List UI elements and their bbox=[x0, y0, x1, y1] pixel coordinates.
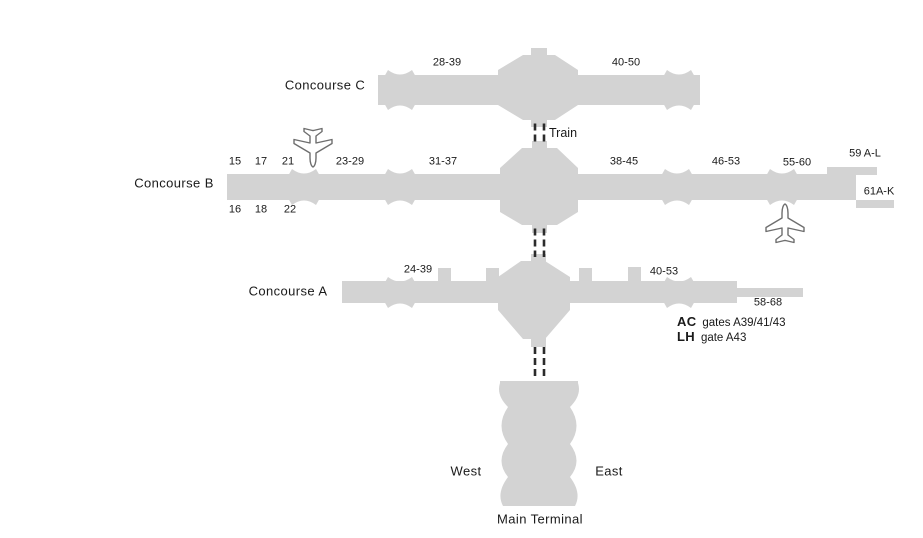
gate-label-23-29: 23-29 bbox=[335, 155, 365, 168]
gate-label-22: 22 bbox=[283, 203, 297, 216]
train-station-nub bbox=[531, 254, 546, 262]
concourse-b-pier-bottom bbox=[856, 200, 894, 208]
concourse-b-pier-top bbox=[827, 167, 877, 175]
gate-label-15: 15 bbox=[228, 155, 242, 168]
airline-code-lh: LH bbox=[677, 328, 695, 344]
train-station-nub bbox=[531, 118, 547, 127]
gate-label-55-60: 55-60 bbox=[782, 156, 812, 169]
gate-range-label-c-left: 28-39 bbox=[432, 56, 462, 69]
gate-label-46-53: 46-53 bbox=[711, 155, 741, 168]
train-station-nub bbox=[532, 224, 547, 233]
gate-connector bbox=[661, 169, 693, 205]
gate-label-58-68: 58-68 bbox=[753, 296, 783, 309]
airplane-icon-up bbox=[765, 203, 805, 244]
main-terminal-building bbox=[499, 381, 579, 506]
gate-connector bbox=[384, 70, 416, 110]
gate-stub bbox=[486, 268, 499, 282]
airline-gates-ac: gates A39/41/43 bbox=[702, 316, 786, 329]
gate-label-59-a-l: 59 A-L bbox=[849, 147, 881, 160]
gate-range-label-c-right: 40-50 bbox=[611, 56, 641, 69]
gate-label-40-53: 40-53 bbox=[649, 265, 679, 278]
concourse-a-hub bbox=[498, 261, 570, 339]
gate-label-21: 21 bbox=[281, 155, 295, 168]
train-line bbox=[533, 123, 546, 378]
gate-connector bbox=[766, 169, 798, 205]
train-label: Train bbox=[549, 125, 578, 140]
main-terminal-label: Main Terminal bbox=[497, 511, 583, 527]
gate-stub bbox=[579, 268, 592, 282]
train-station-nub bbox=[531, 48, 547, 57]
airline-gates-note-lh: LH gate A43 bbox=[677, 330, 746, 345]
gate-stub bbox=[628, 267, 641, 282]
gate-stub bbox=[438, 268, 451, 282]
gate-label-24-39: 24-39 bbox=[403, 263, 433, 276]
concourse-c-hub bbox=[498, 55, 578, 120]
concourse-c-building bbox=[378, 48, 700, 127]
concourse-b-building bbox=[227, 141, 894, 233]
gate-label-38-45: 38-45 bbox=[609, 155, 639, 168]
concourse-a-label: Concourse A bbox=[248, 283, 328, 299]
concourse-b-label: Concourse B bbox=[134, 175, 214, 191]
airplane-icon-down bbox=[293, 127, 333, 168]
gate-label-16: 16 bbox=[228, 203, 242, 216]
concourse-b-hub bbox=[500, 148, 578, 225]
gate-label-31-37: 31-37 bbox=[428, 155, 458, 168]
airline-gates-note-ac: AC gates A39/41/43 bbox=[677, 315, 786, 330]
airline-code-ac: AC bbox=[677, 313, 697, 329]
train-station-nub bbox=[531, 338, 546, 347]
gate-connector bbox=[663, 277, 695, 308]
terminal-east-label: East bbox=[595, 463, 623, 479]
gate-connector bbox=[288, 169, 320, 205]
gate-connector bbox=[384, 169, 416, 205]
concourse-c-label: Concourse C bbox=[284, 77, 366, 93]
gate-label-61a-k: 61A-K bbox=[863, 185, 895, 198]
gate-label-17: 17 bbox=[254, 155, 268, 168]
airline-gates-lh: gate A43 bbox=[700, 331, 747, 344]
concourse-a-extension bbox=[737, 288, 803, 297]
gate-connector bbox=[384, 277, 416, 308]
gate-connector bbox=[663, 70, 695, 110]
train-station-nub bbox=[532, 141, 547, 149]
gate-label-18: 18 bbox=[254, 203, 268, 216]
concourse-a-building bbox=[342, 254, 803, 347]
terminal-west-label: West bbox=[450, 463, 482, 479]
